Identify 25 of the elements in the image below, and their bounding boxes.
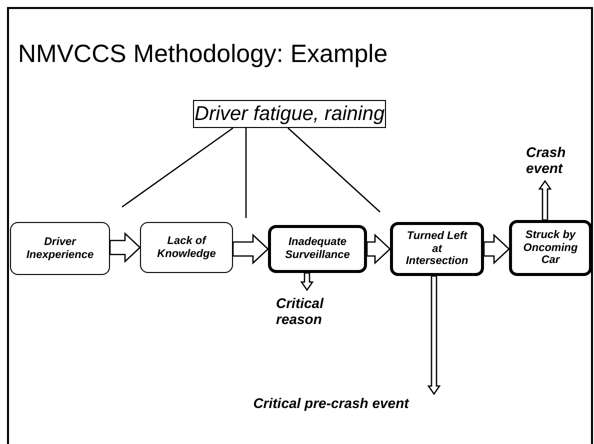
block-arrow bbox=[483, 234, 510, 264]
block-arrow bbox=[300, 272, 314, 292]
process-box bbox=[509, 220, 592, 276]
process-box bbox=[10, 222, 110, 275]
connector-line bbox=[245, 128, 247, 218]
outcome-label: Crash event bbox=[526, 144, 567, 176]
connector-line bbox=[122, 127, 234, 208]
connector-line bbox=[288, 128, 380, 212]
block-arrow bbox=[427, 275, 441, 396]
process-box bbox=[390, 222, 484, 276]
box-label: Struck by Oncoming Car bbox=[522, 229, 579, 267]
box-label: Driver fatigue, raining bbox=[194, 102, 384, 126]
block-arrow bbox=[109, 232, 141, 263]
block-arrow bbox=[232, 234, 269, 264]
box-label: Driver Inexperience bbox=[25, 236, 95, 262]
outcome-label: Critical pre-crash event bbox=[253, 394, 409, 412]
box-label: Lack of Knowledge bbox=[156, 234, 217, 260]
process-box bbox=[268, 225, 367, 273]
block-arrow bbox=[366, 234, 391, 264]
box-label: Turned Left at Intersection bbox=[404, 230, 470, 268]
process-box bbox=[140, 222, 233, 273]
block-arrow bbox=[538, 180, 552, 221]
box-label: Inadequate Surveillance bbox=[284, 236, 351, 262]
slide-title: NMVCCS Methodology: Example bbox=[18, 40, 388, 69]
outcome-label: Critical reason bbox=[276, 294, 325, 328]
